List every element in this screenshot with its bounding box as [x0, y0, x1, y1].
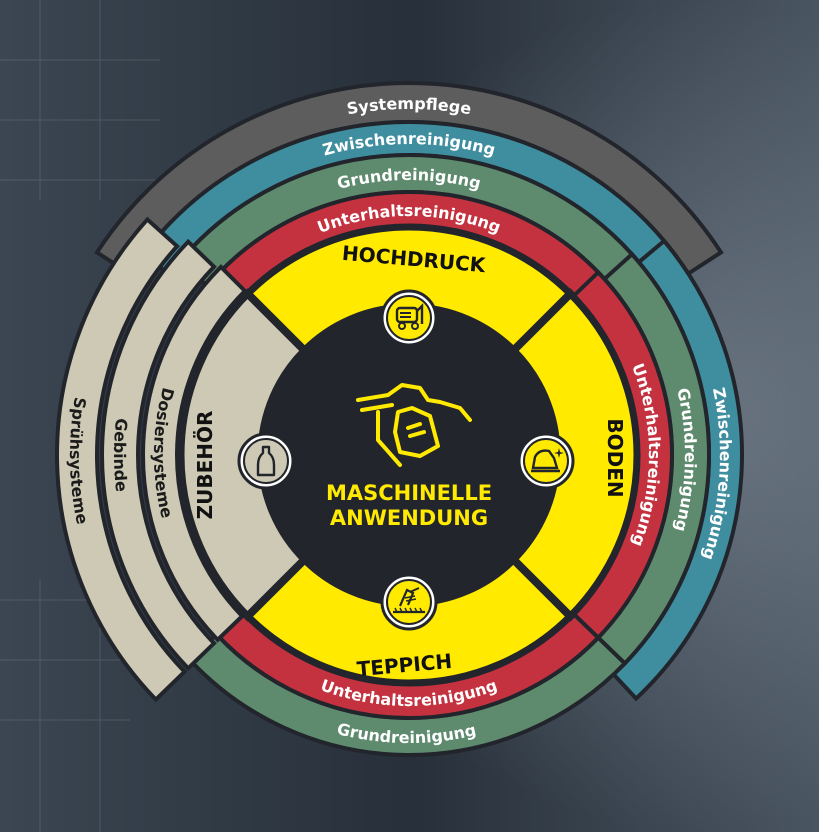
- floor-scrubber-icon[interactable]: [517, 432, 575, 490]
- center-title-line2: ANWENDUNG: [330, 506, 488, 530]
- background-tiles: [0, 0, 160, 832]
- center-segments: [177, 223, 641, 687]
- spray-gun-icon: [356, 383, 472, 467]
- band-left-spruehsysteme: [55, 216, 188, 703]
- segment-divider: [242, 556, 308, 622]
- carpet-cleaner-icon[interactable]: [380, 573, 438, 631]
- segment-divider: [510, 288, 576, 354]
- segment-divider: [242, 288, 308, 354]
- segment-title-zubehoer: ZUBEHÖR: [193, 411, 217, 520]
- bottle-icon[interactable]: [237, 432, 295, 490]
- ring-bands: [55, 81, 744, 757]
- pressure-washer-icon[interactable]: [380, 289, 438, 347]
- band-left-dosiersysteme: [141, 264, 248, 643]
- center-title-line1: MASCHINELLE: [326, 481, 492, 505]
- segment-divider: [510, 556, 576, 622]
- label-left-gebinde: Gebinde: [110, 417, 131, 492]
- segment-title-boden: BODEN: [603, 418, 627, 497]
- band-left-gebinde: [100, 238, 217, 672]
